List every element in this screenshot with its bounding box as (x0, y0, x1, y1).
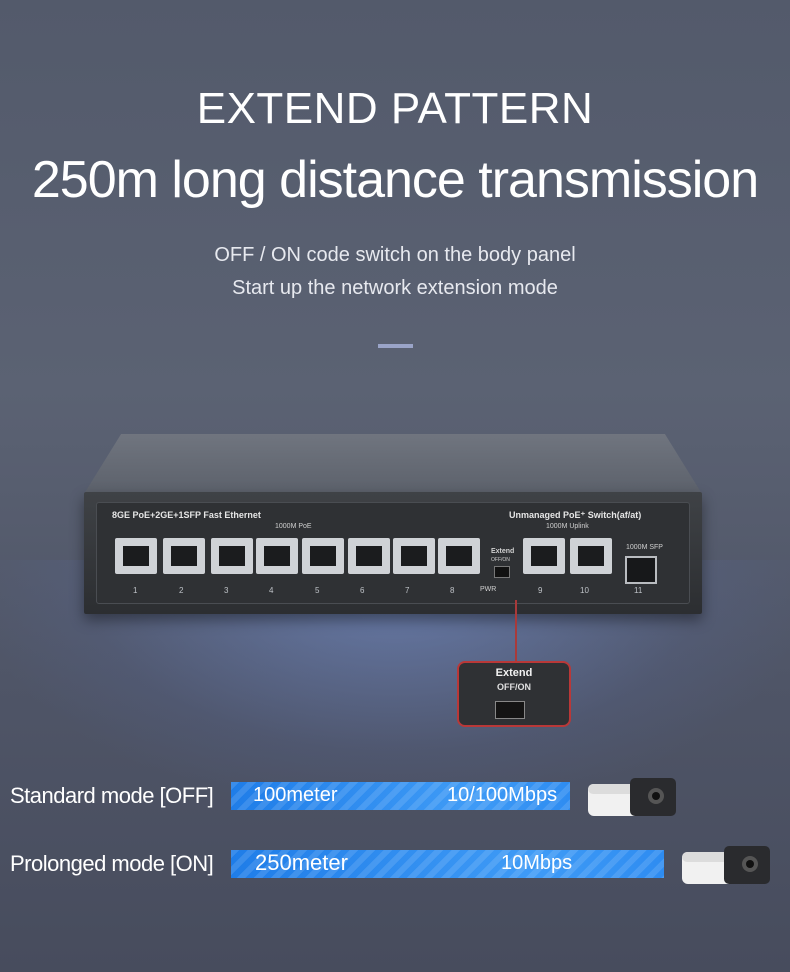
sfp-port-icon (625, 556, 657, 584)
ethernet-port-icon (302, 538, 344, 574)
uplink-group-label: 1000M Uplink (546, 523, 589, 530)
callout-label: Extend (495, 667, 533, 679)
extend-small-state: OFF/ON (491, 557, 510, 563)
switch-top-cover (84, 434, 702, 494)
standard-distance: 100meter (253, 784, 338, 806)
section-subtitle: 250m long distance transmission (31, 151, 759, 209)
switch-type-label: Unmanaged PoE⁺ Switch(af/at) (509, 510, 642, 520)
port-number: 1 (133, 586, 138, 595)
ethernet-port-icon (163, 538, 205, 574)
standard-mode-bar: 100meter 10/100Mbps (231, 782, 570, 810)
callout-state: OFF/ON (497, 682, 531, 692)
ethernet-port-icon (523, 538, 565, 574)
ethernet-port-icon (570, 538, 612, 574)
ethernet-port-icon (348, 538, 390, 574)
ethernet-port-icon (393, 538, 435, 574)
description-line-1: OFF / ON code switch on the body panel (214, 244, 576, 266)
prolonged-mode-bar: 250meter 10Mbps (231, 850, 664, 878)
description-line-2: Start up the network extension mode (232, 277, 558, 299)
extend-switch-icon (494, 566, 510, 578)
camera-icon (588, 778, 676, 816)
port-number: 4 (269, 586, 274, 595)
callout-line (515, 600, 517, 662)
ethernet-port-icon (115, 538, 157, 574)
port-number: 8 (450, 586, 455, 595)
prolonged-distance: 250meter (255, 850, 348, 875)
sfp-label: 1000M SFP (626, 544, 663, 551)
prolonged-speed: 10Mbps (501, 852, 573, 874)
section-title: EXTEND PATTERN (196, 84, 594, 133)
extend-switch-callout: Extend OFF/ON (457, 661, 571, 727)
pwr-label: PWR (480, 586, 497, 593)
port-number: 7 (405, 586, 410, 595)
standard-mode-label: Standard mode [OFF] (10, 783, 214, 808)
prolonged-mode-label: Prolonged mode [ON] (10, 851, 214, 876)
dip-switch-icon (495, 701, 525, 719)
switch-model-label: 8GE PoE+2GE+1SFP Fast Ethernet (112, 510, 261, 520)
port-number: 10 (580, 586, 589, 595)
port-number: 6 (360, 586, 365, 595)
standard-speed: 10/100Mbps (447, 784, 558, 806)
ethernet-port-icon (211, 538, 253, 574)
port-number: 5 (315, 586, 320, 595)
divider (378, 344, 413, 348)
extend-small-label: Extend (491, 548, 515, 555)
port-number: 11 (634, 586, 643, 595)
camera-icon (682, 846, 770, 884)
ethernet-port-icon (256, 538, 298, 574)
poe-group-label: 1000M PoE (275, 523, 312, 530)
ethernet-port-icon (438, 538, 480, 574)
port-number: 2 (179, 586, 184, 595)
port-number: 3 (224, 586, 229, 595)
port-number: 9 (538, 586, 543, 595)
